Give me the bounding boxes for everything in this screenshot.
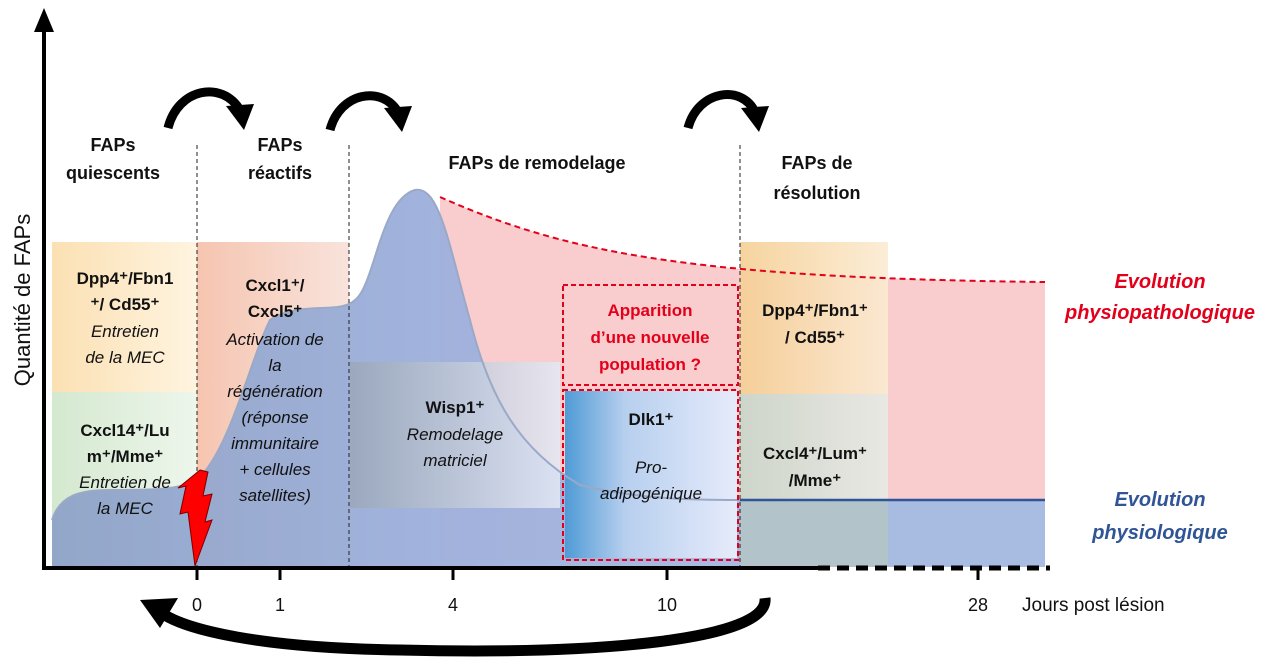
legend-physiological-1: Evolution	[1114, 489, 1205, 511]
phase-reactive-line2: réactifs	[248, 163, 312, 183]
arrow-heads	[140, 104, 769, 628]
res-bottom-line2: /Mme⁺	[789, 471, 841, 490]
quiescent-top-box	[52, 242, 197, 392]
q-bottom-desc-2: la MEC	[97, 499, 153, 518]
injury-lightning-icon	[177, 469, 213, 567]
q-top-desc-1: Entretien	[91, 322, 159, 341]
fap-curve-line	[51, 188, 1045, 521]
q-bottom-desc-1: Entretien de	[79, 473, 171, 492]
reactive-desc-6: + cellules	[239, 460, 311, 479]
res-bottom-line1: Cxcl4⁺/Lum⁺	[763, 444, 867, 463]
reactive-desc-3: régénération	[227, 382, 322, 401]
resolution-bottom-box	[740, 394, 888, 500]
x-ticks	[195, 568, 980, 580]
pathological-curve	[439, 196, 1046, 283]
legend-pathological-2: physiopathologique	[1064, 302, 1255, 324]
res-top-line2: / Cd55⁺	[785, 328, 845, 347]
tick-label: 28	[968, 595, 988, 615]
phase-resolution-line1: FAPs de	[781, 153, 852, 173]
tick-labels: 0 1 4 10 28	[192, 595, 988, 615]
phase-quiescent-line2: quiescents	[66, 163, 160, 183]
wisp-marker: Wisp1⁺	[426, 398, 485, 417]
q-bottom-marker-2: m⁺/Mme⁺	[87, 447, 164, 466]
dlk-frame	[562, 389, 739, 561]
legend-physiological-2: physiologique	[1091, 522, 1228, 544]
new-pop-line2: d’une nouvelle	[590, 328, 709, 347]
tick-label: 0	[192, 595, 202, 615]
resolution-base-box	[740, 500, 888, 567]
wisp-desc-1: Remodelage	[407, 425, 503, 444]
late-base-box	[888, 500, 1045, 567]
tick-label: 10	[657, 595, 677, 615]
y-axis-arrow	[34, 8, 54, 32]
reactive-desc-7: satellites)	[239, 486, 311, 505]
reactive-desc-1: Activation de	[225, 330, 323, 349]
phase-reactive-line1: FAPs	[257, 135, 302, 155]
reactive-desc-4: (réponse	[241, 408, 308, 427]
q-top-marker-2: ⁺/ Cd55⁺	[91, 295, 160, 314]
dlk-marker: Dlk1⁺	[629, 410, 674, 429]
y-axis-label: Quantité de FAPs	[10, 214, 35, 386]
phase-resolution-line2: résolution	[773, 183, 860, 203]
tick-label: 4	[448, 595, 458, 615]
reactive-desc-5: immunitaire	[231, 434, 319, 453]
res-top-line1: Dpp4⁺/Fbn1⁺	[762, 301, 868, 320]
dlk-desc-1: Pro-	[635, 458, 667, 477]
new-population-frame	[562, 284, 739, 386]
transition-arrows	[156, 87, 771, 657]
phase-quiescent-line1: FAPs	[90, 135, 135, 155]
q-top-desc-2: de la MEC	[85, 348, 165, 367]
dlk-desc-2: adipogénique	[600, 484, 702, 503]
tick-label: 1	[275, 595, 285, 615]
dlk-box	[565, 391, 737, 558]
wisp-box	[350, 362, 560, 508]
wisp-desc-2: matriciel	[423, 451, 488, 470]
reactive-marker-1: Cxcl1⁺/	[245, 276, 304, 295]
q-bottom-marker-1: Cxcl14⁺/Lu	[80, 421, 169, 440]
fap-curve-area	[52, 189, 1045, 567]
reactive-marker-2: Cxcl5⁺	[248, 302, 302, 321]
new-pop-line1: Apparition	[608, 301, 693, 320]
new-pop-line3: population ?	[599, 355, 701, 374]
phase-remodeling: FAPs de remodelage	[448, 153, 625, 173]
reactive-desc-2: la	[268, 356, 281, 375]
q-top-marker-1: Dpp4⁺/Fbn1	[77, 269, 174, 288]
legend-pathological-1: Evolution	[1114, 271, 1205, 293]
resolution-top-box	[740, 242, 888, 394]
x-axis-label: Jours post lésion	[1022, 595, 1165, 616]
